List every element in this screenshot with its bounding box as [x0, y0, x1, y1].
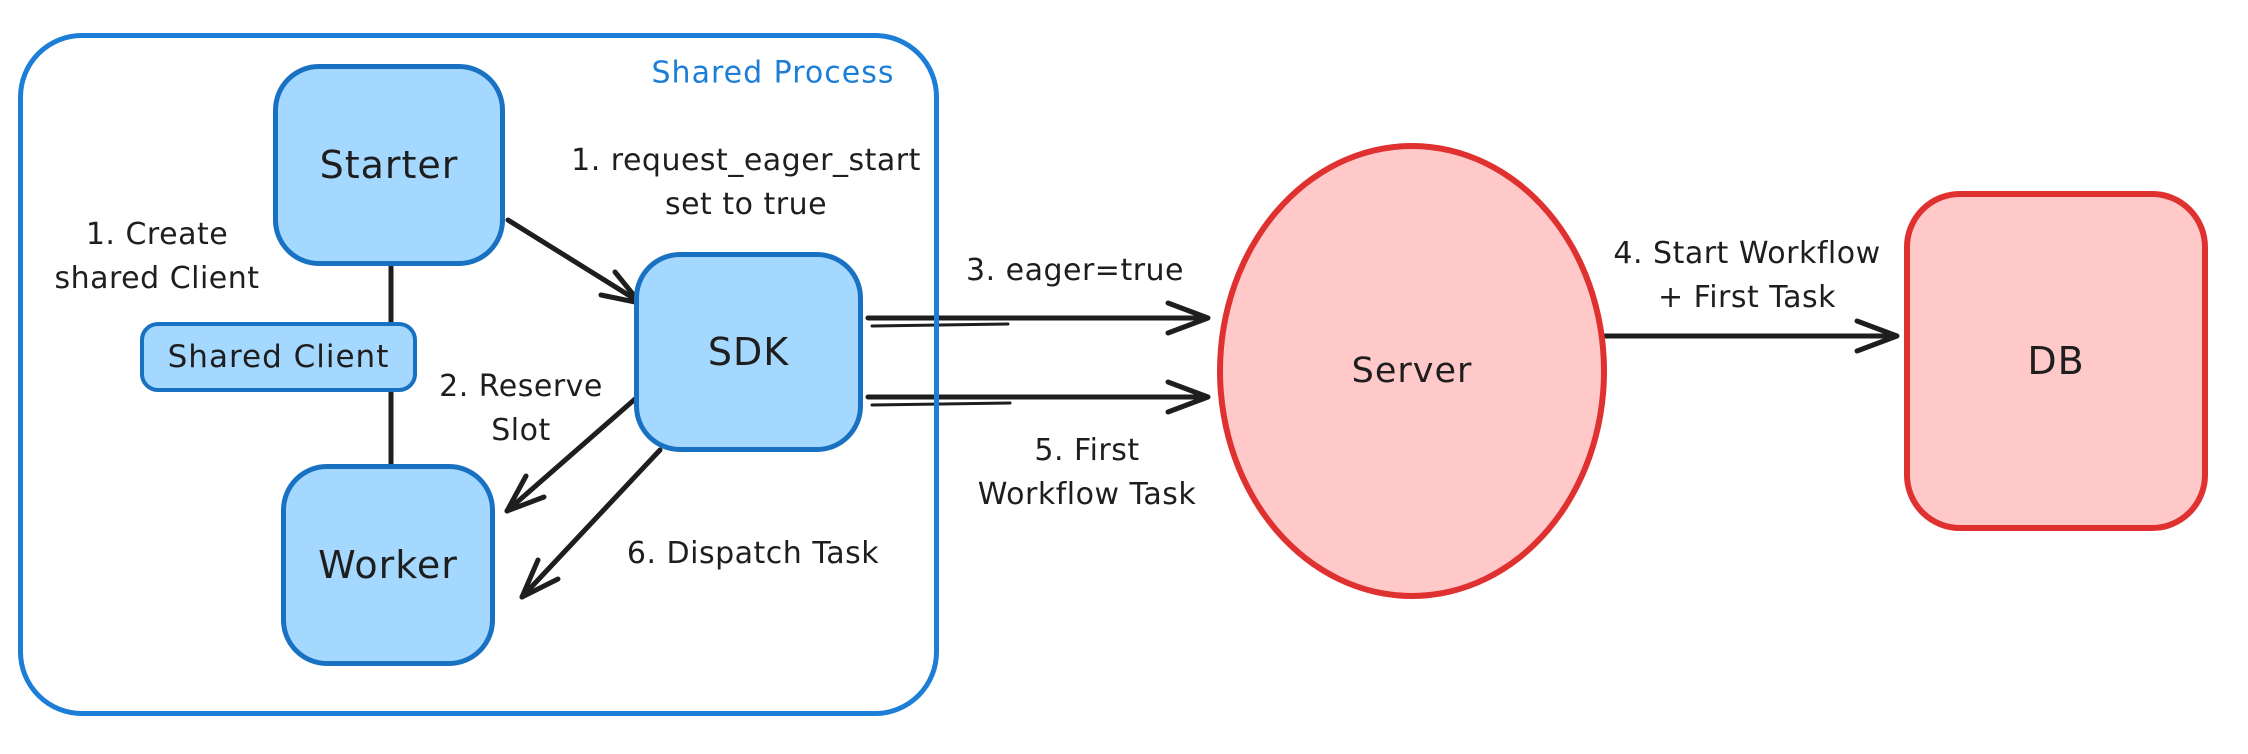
arrow-sdk-worker-dispatch — [519, 447, 663, 600]
node-sdk: SDK — [634, 252, 863, 452]
arrow-server-db — [1599, 318, 1900, 354]
shared-process-container — [18, 33, 939, 716]
node-server-label: Server — [1351, 351, 1473, 391]
arrow-sdk-server-first-task — [865, 379, 1211, 415]
node-db-label: DB — [2027, 339, 2085, 383]
annotation-eager-true: 3. eager=true — [965, 253, 1185, 288]
annotation-first-workflow-task: 5. First Workflow Task — [977, 433, 1197, 512]
node-server: Server — [1217, 143, 1607, 599]
node-worker: Worker — [281, 464, 495, 666]
node-shared-client-label: Shared Client — [167, 339, 390, 375]
node-db: DB — [1904, 191, 2208, 531]
arrow-sdk-worker-reserve — [504, 383, 653, 514]
node-starter-label: Starter — [319, 143, 459, 187]
annotation-request-eager-start: 1. request_eager_start set to true — [571, 143, 921, 222]
node-shared-client: Shared Client — [140, 322, 417, 392]
node-starter: Starter — [273, 64, 505, 266]
shared-process-label: Shared Process — [651, 55, 895, 91]
annotation-reserve-slot: 2. Reserve Slot — [439, 369, 603, 448]
annotation-dispatch-task: 6. Dispatch Task — [626, 536, 880, 571]
node-sdk-label: SDK — [707, 330, 790, 374]
annotation-start-workflow: 4. Start Workflow + First Task — [1613, 236, 1881, 315]
arrow-sdk-server-eager — [865, 300, 1211, 336]
node-worker-label: Worker — [318, 543, 458, 587]
annotation-create-shared-client: 1. Create shared Client — [54, 217, 260, 296]
